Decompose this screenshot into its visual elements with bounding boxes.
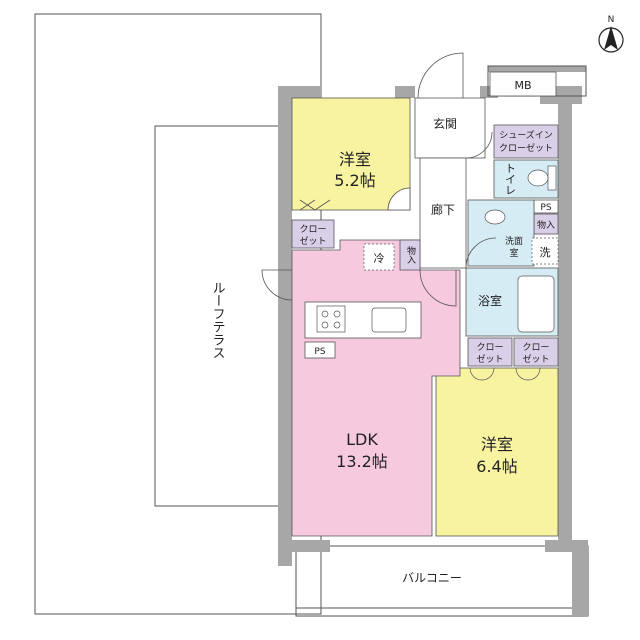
toilet: トイレ bbox=[493, 159, 559, 199]
washroom-line2: 室 bbox=[509, 247, 518, 259]
pipe-space-2-label: PS bbox=[314, 347, 325, 357]
western-room-2: 洋室 6.4帖 bbox=[435, 367, 559, 537]
storage-ldk: 物入 bbox=[399, 239, 421, 271]
western-room-2-name: 洋室 bbox=[481, 435, 513, 454]
storage-washroom-label: 物入 bbox=[537, 219, 555, 231]
bath-label: 浴室 bbox=[478, 293, 502, 308]
closet-2-line2: ゼット bbox=[476, 353, 503, 365]
closet-3: クロー ゼット bbox=[513, 337, 559, 367]
western-room-1-size: 5.2帖 bbox=[334, 171, 375, 190]
ldk-size: 13.2帖 bbox=[336, 452, 388, 471]
closet-1: クロー ゼット bbox=[291, 219, 335, 249]
pipe-space-2: PS bbox=[304, 341, 336, 359]
ldk: 冷 LDK 13.2帖 bbox=[291, 239, 461, 537]
balcony: バルコニー bbox=[295, 545, 589, 617]
washer-label: 洗 bbox=[540, 246, 551, 259]
shoes-in-closet-line1: シューズイン bbox=[499, 129, 553, 141]
washroom-line1: 洗面 bbox=[505, 235, 523, 247]
hallway: 廊下 bbox=[419, 157, 467, 269]
hallway-label: 廊下 bbox=[431, 202, 455, 217]
compass-label: N bbox=[608, 15, 615, 25]
closet-2-line1: クロー bbox=[476, 342, 503, 353]
closet-1-line1: クロー bbox=[299, 224, 326, 235]
north-arrow-icon: N bbox=[598, 15, 624, 53]
balcony-label: バルコニー bbox=[402, 571, 462, 585]
pipe-space-1: PS bbox=[533, 199, 559, 214]
bath: 浴室 bbox=[465, 267, 559, 337]
western-room-1-name: 洋室 bbox=[339, 150, 371, 169]
exterior-walls bbox=[278, 65, 588, 616]
western-room-1: 洋室 5.2帖 bbox=[291, 97, 411, 211]
toilet-label: トイレ bbox=[504, 163, 517, 196]
fridge-label: 冷 bbox=[374, 252, 385, 265]
meter-box: MB bbox=[489, 71, 557, 97]
closet-3-line2: ゼット bbox=[522, 353, 549, 365]
shoes-in-closet-line2: クローゼット bbox=[499, 142, 553, 154]
storage-washroom: 物入 bbox=[533, 213, 559, 235]
closet-2: クロー ゼット bbox=[467, 337, 513, 367]
ldk-name: LDK bbox=[346, 430, 378, 449]
pipe-space-1-label: PS bbox=[540, 203, 551, 213]
closet-3-line1: クロー bbox=[522, 342, 549, 353]
shoes-in-closet: シューズイン クローゼット bbox=[493, 124, 559, 159]
storage-ldk-label: 物入 bbox=[405, 245, 416, 264]
closet-1-line2: ゼット bbox=[299, 235, 326, 247]
entrance: 玄関 bbox=[414, 52, 486, 159]
roof-terrace-label: ルーフテラス bbox=[210, 281, 225, 359]
washroom: 洗面 室 洗 bbox=[467, 199, 559, 267]
entrance-label: 玄関 bbox=[433, 116, 457, 131]
western-room-2-size: 6.4帖 bbox=[476, 457, 517, 476]
meter-box-label: MB bbox=[514, 79, 531, 92]
